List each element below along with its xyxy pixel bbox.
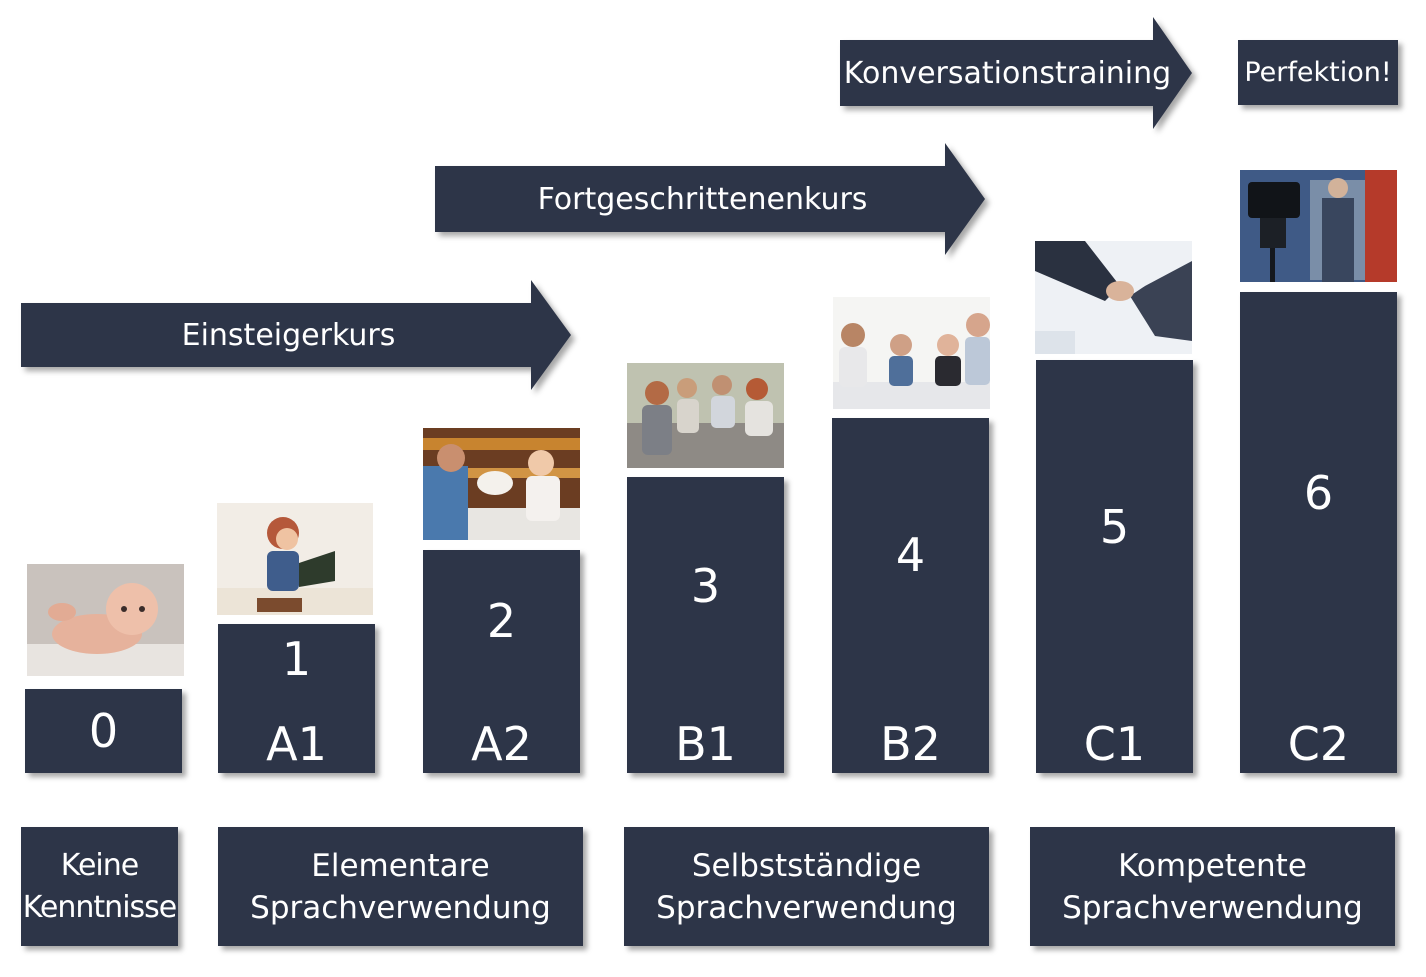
konversationstraining-label: Konversationstraining: [843, 55, 1172, 91]
level-bar-a1: 1 A1: [218, 624, 375, 773]
category-elementare-sprachverwendung: Elementare Sprachverwendung: [218, 827, 583, 946]
friends-talking-photo: [627, 363, 784, 468]
level-number: 6: [1303, 466, 1334, 520]
level-number: 1: [281, 632, 312, 686]
level-number: 3: [690, 559, 721, 613]
level-number: 4: [895, 528, 926, 582]
category-selbststaendige-sprachverwendung: Selbstständige Sprachverwendung: [624, 827, 989, 946]
category-line-1: Selbstständige: [691, 847, 922, 884]
fortgeschrittenenkurs-arrow: Fortgeschrittenenkurs: [435, 143, 985, 255]
level-code: B2: [880, 717, 941, 771]
fortgeschrittenenkurs-label: Fortgeschrittenenkurs: [537, 181, 868, 217]
baby-photo: [27, 564, 184, 676]
level-code: B1: [675, 717, 736, 771]
category-kompetente-sprachverwendung: Kompetente Sprachverwendung: [1030, 827, 1395, 946]
einsteigerkurs-arrow: Einsteigerkurs: [21, 280, 571, 390]
konversationstraining-arrow: Konversationstraining: [840, 17, 1192, 129]
arrow-shape: [21, 280, 571, 390]
tv-camera-interview-photo: [1240, 170, 1397, 282]
category-line-1: Elementare: [311, 847, 490, 884]
category-line-2: Sprachverwendung: [1062, 889, 1363, 926]
arrow-shape: [840, 17, 1192, 129]
level-code: A2: [471, 717, 532, 771]
category-line-2: Sprachverwendung: [656, 889, 957, 926]
arrow-shape: [435, 143, 985, 255]
handshake-photo: [1035, 241, 1192, 354]
level-code: C2: [1287, 717, 1350, 771]
level-bar-b1: 3 B1: [627, 477, 784, 773]
einsteigerkurs-label: Einsteigerkurs: [181, 317, 396, 353]
level-bar-c2: 6 C2: [1240, 292, 1397, 773]
perfektion-box: Perfektion!: [1238, 40, 1398, 105]
level-number: 2: [486, 594, 517, 648]
level-number: 5: [1099, 500, 1130, 554]
level-bar-0: 0: [25, 689, 182, 773]
category-line-2: Kenntnisse: [22, 889, 177, 925]
category-line-1: Kompetente: [1118, 847, 1307, 884]
level-code: C1: [1083, 717, 1146, 771]
level-code: A1: [266, 717, 327, 771]
category-keine-kenntnisse: Keine Kenntnisse: [21, 827, 178, 946]
level-bar-c1: 5 C1: [1036, 360, 1193, 773]
level-number: 0: [88, 704, 119, 758]
level-bar-b2: 4 B2: [832, 418, 989, 773]
level-bar-a2: 2 A2: [423, 550, 580, 773]
business-meeting-photo: [833, 297, 990, 409]
perfektion-label: Perfektion!: [1244, 57, 1392, 88]
category-line-2: Sprachverwendung: [250, 889, 551, 926]
category-line-1: Keine: [60, 847, 139, 883]
child-reading-photo: [217, 503, 373, 615]
bakery-photo: [423, 428, 580, 540]
